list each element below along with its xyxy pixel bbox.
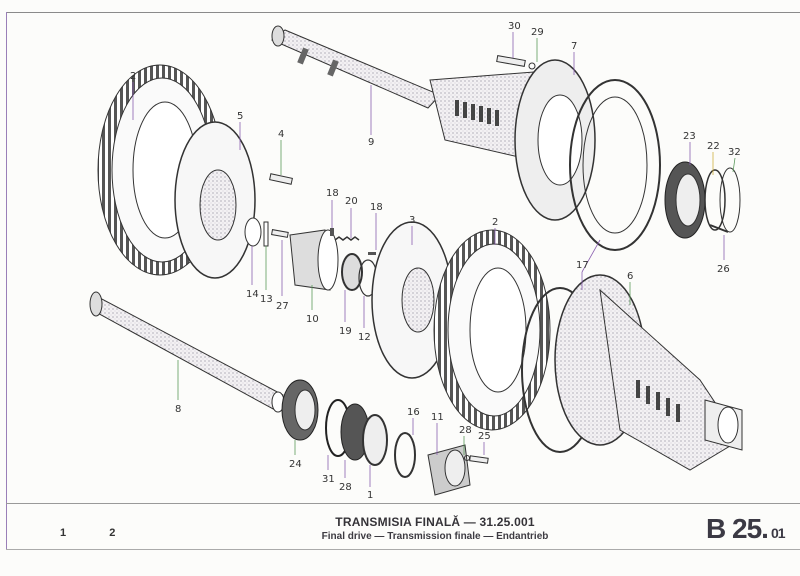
callout-14: 14 [246, 289, 259, 300]
callout-17: 17 [576, 260, 589, 271]
plate-part-14 [244, 217, 262, 247]
callout-30: 28 [339, 482, 352, 493]
callout-18-right: 18 [370, 202, 383, 213]
page-code-main: B 25. [706, 513, 769, 544]
page-marker-1: 1 [60, 527, 67, 539]
nut-part-19 [341, 253, 363, 291]
callout-16: 16 [407, 407, 420, 418]
callout-8: 8 [175, 404, 181, 415]
washer-part-16 [394, 432, 416, 478]
pin-part-18b [368, 252, 376, 255]
callout-3: 3 [409, 215, 415, 226]
page-subtitle: Final drive — Transmission finale — Enda… [321, 531, 549, 542]
callout-31: 31 [322, 474, 335, 485]
lock-plate-part-13 [263, 221, 269, 247]
callout-11: 11 [431, 412, 444, 423]
flange-part-3 [371, 221, 453, 379]
upper-axle-shaft [271, 25, 441, 109]
callout-1: 1 [367, 490, 373, 501]
callout-27: 28 [459, 425, 472, 436]
page-code-sub: 01 [770, 525, 786, 541]
differential-flange [174, 121, 256, 279]
callout-9: 9 [368, 137, 374, 148]
callout-29: 30 [508, 21, 521, 32]
callout-19: 19 [339, 326, 352, 337]
callout-5: 5 [237, 111, 243, 122]
leader-lines [132, 32, 736, 487]
page-marker-2: 2 [109, 527, 116, 539]
frame-border-left [6, 12, 7, 550]
callout-26: 27 [276, 301, 289, 312]
frame-border-top [6, 12, 800, 13]
bolt-part-24 [469, 455, 489, 464]
page-code: B 25.01 [706, 513, 785, 545]
callout-20: 20 [345, 196, 358, 207]
differential-cage [289, 229, 339, 291]
callout-18-left: 18 [326, 188, 339, 199]
exploded-view-diagram: 2 5 4 9 30 29 7 23 22 32 26 3 18 20 18 1… [89, 21, 743, 501]
spring-part-20 [334, 236, 360, 241]
page-title: TRANSMISIA FINALĂ — 31.25.001 [335, 515, 535, 529]
bearing-group-right [664, 161, 741, 239]
callout-24: 25 [478, 431, 491, 442]
callout-32: 32 [728, 147, 741, 158]
callout-12: 12 [358, 332, 371, 343]
lower-axle-shaft [89, 291, 285, 413]
ring-gear-right [433, 229, 551, 431]
callout-labels: 2 5 4 9 30 29 7 23 22 32 26 3 18 20 18 1… [130, 21, 741, 501]
frame-border-bottom [6, 549, 800, 550]
seal-part-1 [362, 414, 388, 466]
callout-2-left: 2 [130, 71, 136, 82]
callout-6: 6 [627, 271, 633, 282]
upper-hub-housing [429, 59, 596, 221]
callout-10: 10 [306, 314, 319, 325]
callout-23: 24 [289, 459, 302, 470]
gasket-upper [569, 79, 661, 251]
callout-25: 26 [717, 264, 730, 275]
roller-bearing-part-23 [281, 379, 319, 441]
bolt-part-26 [271, 229, 289, 238]
pin-part-4 [269, 173, 293, 185]
callout-7: 7 [571, 41, 577, 52]
lower-axle-housing [554, 274, 743, 471]
pin-part-18a [330, 228, 334, 236]
page-markers: 1 2 [60, 527, 155, 539]
callout-22: 23 [683, 131, 696, 142]
callout-28: 29 [531, 27, 544, 38]
bolt-part-29 [496, 55, 526, 67]
callout-21: 22 [707, 141, 720, 152]
washer-part-28 [528, 62, 536, 70]
bearing-cover-part-11 [427, 444, 471, 496]
callout-13: 13 [260, 294, 273, 305]
callout-4: 4 [278, 129, 284, 140]
callout-2-right: 2 [492, 217, 498, 228]
frame-divider [6, 503, 800, 504]
washer-part-27 [464, 455, 470, 461]
